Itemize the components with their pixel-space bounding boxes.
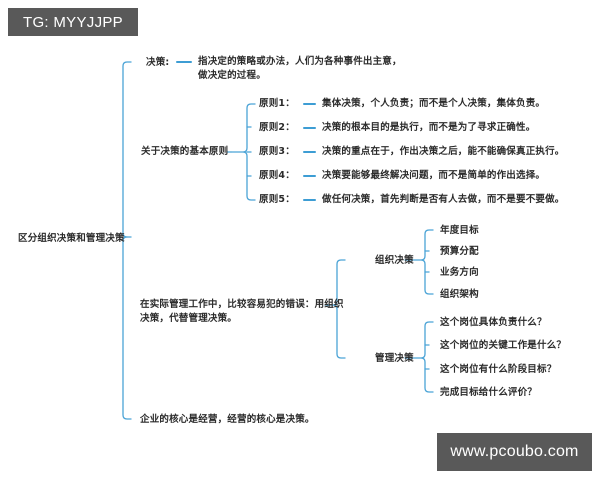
principle-3-label[interactable]: 原则3： [259, 146, 295, 157]
principle-4-text[interactable]: 决策要能够最终解决问题，而不是简单的作出选择。 [322, 170, 546, 181]
watermark-top-left: TG: MYYJJPP [8, 8, 138, 36]
branch2-bracket [230, 103, 256, 201]
group1-item-2[interactable]: 预算分配 [440, 246, 479, 257]
branch-principles-label[interactable]: 关于决策的基本原则 [141, 146, 229, 157]
principle-2-dash [303, 127, 316, 129]
principle-5-label[interactable]: 原则5： [259, 194, 295, 205]
principle-1-dash [303, 103, 316, 105]
group2-item-2[interactable]: 这个岗位的关键工作是什么？ [440, 340, 567, 351]
group1-item-1[interactable]: 年度目标 [440, 225, 479, 236]
branch-mistake-label[interactable]: 在实际管理工作中，比较容易犯的错误：用组织 决策，代替管理决策。 [140, 299, 344, 324]
group2-item-1[interactable]: 这个岗位具体负责什么？ [440, 317, 547, 328]
principle-5-text[interactable]: 做任何决策，首先判断是否有人去做，而不是要不要做。 [322, 194, 565, 205]
branch-core-label[interactable]: 企业的核心是经营，经营的核心是决策。 [140, 414, 315, 425]
group2-item-3[interactable]: 这个岗位有什么阶段目标？ [440, 364, 557, 375]
branch-decision-detail[interactable]: 指决定的策略或办法，人们为各种事件出主意， 做决定的过程。 [198, 56, 402, 81]
group-management-decision-label[interactable]: 管理决策 [375, 353, 414, 364]
group2-item-4[interactable]: 完成目标给什么评价？ [440, 387, 538, 398]
group-organizational-decision-label[interactable]: 组织决策 [375, 255, 414, 266]
principle-2-text[interactable]: 决策的根本目的是执行，而不是为了寻求正确性。 [322, 122, 536, 133]
principle-3-dash [303, 151, 316, 153]
group1-item-3[interactable]: 业务方向 [440, 267, 479, 278]
principle-1-text[interactable]: 集体决策，个人负责；而不是个人决策，集体负责。 [322, 98, 546, 109]
principle-4-dash [303, 175, 316, 177]
watermark-bottom-right: www.pcoubo.com [437, 433, 592, 471]
principle-2-label[interactable]: 原则2： [259, 122, 295, 133]
branch-decision-label[interactable]: 决策: [146, 57, 170, 68]
group1-item-4[interactable]: 组织架构 [440, 289, 479, 300]
principle-5-dash [303, 199, 316, 201]
principle-1-label[interactable]: 原则1： [259, 98, 295, 109]
root-node[interactable]: 区分组织决策和管理决策 [18, 233, 125, 244]
principle-4-label[interactable]: 原则4： [259, 170, 295, 181]
branch1-dash [176, 61, 192, 63]
principle-3-text[interactable]: 决策的重点在于，作出决策之后，能不能确保真正执行。 [322, 146, 565, 157]
